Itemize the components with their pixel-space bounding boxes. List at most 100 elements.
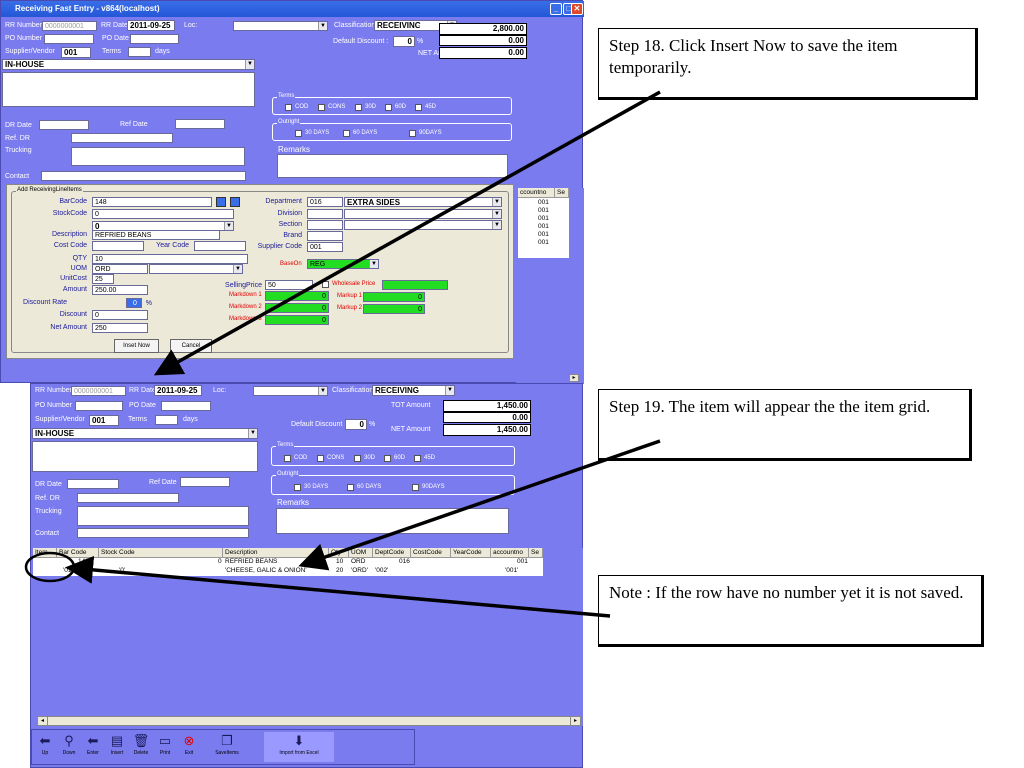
exit-button[interactable]: ⊗Exit [178, 732, 200, 762]
enter-button[interactable]: ⬅Enter [82, 732, 104, 762]
dr-date-field[interactable] [39, 120, 89, 130]
markdown3-field[interactable]: 0 [265, 315, 329, 325]
address-textarea[interactable] [32, 441, 258, 472]
grid-header-yearcode[interactable]: YearCode [451, 548, 491, 558]
60days-checkbox[interactable] [343, 130, 350, 137]
supplier-name-select[interactable]: IN-HOUSE▼ [2, 59, 255, 70]
60d-checkbox[interactable] [384, 455, 391, 462]
section-code-field[interactable] [307, 220, 343, 230]
save-items-button[interactable]: ❐SaveItems [210, 732, 244, 762]
horizontal-scrollbar[interactable]: ◂ ▸ [37, 716, 581, 726]
department-code-field[interactable]: 016 [307, 197, 343, 207]
year-code-field[interactable] [194, 241, 246, 251]
30days-checkbox[interactable] [294, 484, 301, 491]
supplier-field[interactable]: 001 [89, 415, 119, 426]
supplier-field[interactable]: 001 [61, 47, 91, 58]
department-select[interactable]: EXTRA SIDES▼ [344, 197, 502, 207]
90days-checkbox[interactable] [409, 130, 416, 137]
terms-field[interactable] [155, 415, 178, 425]
grid-header-accountno[interactable]: ccountno [518, 188, 555, 198]
loc-select[interactable]: ▼ [233, 21, 328, 31]
rr-date-field[interactable]: 2011-09-25 [127, 20, 175, 31]
60days-checkbox[interactable] [347, 484, 354, 491]
cod-checkbox[interactable] [284, 455, 291, 462]
scroll-right-icon[interactable]: ▸ [570, 717, 580, 725]
default-discount-field[interactable]: 0 [345, 419, 367, 430]
loc-select[interactable]: ▼ [253, 386, 328, 396]
po-date-field[interactable] [130, 34, 179, 44]
grid-header-se[interactable]: Se [555, 188, 569, 198]
ref-date-field[interactable] [180, 477, 230, 487]
wholesale-price-field[interactable] [382, 280, 448, 290]
grid-header-costcode[interactable]: CostCode [411, 548, 451, 558]
grid-cell[interactable]: 001 [538, 239, 549, 246]
wholesale-checkbox[interactable] [322, 281, 329, 288]
po-date-field[interactable] [161, 401, 211, 411]
division-code-field[interactable] [307, 209, 343, 219]
cons-checkbox[interactable] [317, 455, 324, 462]
barcode-search-button[interactable] [230, 197, 240, 207]
remarks-textarea[interactable] [277, 154, 508, 178]
contact-field[interactable] [77, 528, 249, 538]
90days-checkbox[interactable] [412, 484, 419, 491]
division-select[interactable]: ▼ [344, 209, 502, 219]
grid-cell[interactable]: 001 [538, 199, 549, 206]
uom-field[interactable]: ORD [92, 264, 148, 274]
grid-header-deptcode[interactable]: DeptCode [373, 548, 411, 558]
terms-field[interactable] [128, 47, 151, 57]
grid-cell[interactable]: 001 [538, 207, 549, 214]
print-button[interactable]: ▭Print [154, 732, 176, 762]
description-field[interactable]: REFRIED BEANS [92, 230, 220, 240]
markup2-field[interactable]: 0 [363, 304, 425, 314]
45d-checkbox[interactable] [415, 104, 422, 111]
barcode-lookup-button[interactable] [216, 197, 226, 207]
cons-checkbox[interactable] [318, 104, 325, 111]
amount-field[interactable]: 250.00 [92, 285, 148, 295]
rr-number-field[interactable]: 0000000001 [71, 386, 126, 396]
insert-now-button[interactable]: Inset Now [114, 339, 159, 353]
down-button[interactable]: ⚲Down [58, 732, 80, 762]
45d-checkbox[interactable] [414, 455, 421, 462]
stockcode-field[interactable]: 0 [92, 209, 234, 219]
up-button[interactable]: ⬅Up [34, 732, 56, 762]
po-number-field[interactable] [75, 401, 123, 411]
ref-dr-field[interactable] [71, 133, 173, 143]
cost-code-field[interactable] [92, 241, 144, 251]
grid-cell[interactable]: 001 [538, 231, 549, 238]
grid-header-uom[interactable]: UOM [349, 548, 373, 558]
rr-number-field[interactable]: 0000000001 [42, 21, 97, 31]
classification-select[interactable]: RECEIVING▼ [372, 385, 455, 396]
rr-date-field[interactable]: 2011-09-25 [154, 385, 202, 396]
contact-field[interactable] [41, 171, 246, 181]
grid-header-accountno[interactable]: accountno [491, 548, 529, 558]
supplier-code-field[interactable]: 001 [307, 242, 343, 252]
trucking-field[interactable] [77, 506, 249, 526]
30d-checkbox[interactable] [355, 104, 362, 111]
ref-date-field[interactable] [175, 119, 225, 129]
markup1-field[interactable]: 0 [363, 292, 425, 302]
import-excel-button[interactable]: ⬇Import from Excel [264, 732, 334, 762]
markdown2-field[interactable]: 0 [265, 303, 329, 313]
60d-checkbox[interactable] [385, 104, 392, 111]
qty-field[interactable]: 10 [92, 254, 248, 264]
close-icon[interactable]: ✕ [571, 3, 583, 15]
ref-dr-field[interactable] [77, 493, 179, 503]
supplier-name-select[interactable]: IN-HOUSE▼ [32, 428, 258, 439]
dr-date-field[interactable] [67, 479, 119, 489]
discount-field[interactable]: 0 [92, 310, 148, 320]
po-number-field[interactable] [44, 34, 94, 44]
cod-checkbox[interactable] [285, 104, 292, 111]
grid-header-stockcode[interactable]: Stock Code [99, 548, 223, 558]
brand-code-field[interactable] [307, 231, 343, 241]
net-amount-field[interactable]: 250 [92, 323, 148, 333]
discount-rate-field[interactable]: 0 [126, 298, 142, 308]
default-discount-field[interactable]: 0 [393, 36, 415, 47]
grid-cell[interactable]: 001 [538, 215, 549, 222]
barcode-field[interactable]: 148 [92, 197, 212, 207]
grid-cell[interactable]: 001 [538, 223, 549, 230]
address-textarea[interactable] [2, 72, 255, 107]
trucking-field[interactable] [71, 147, 245, 166]
scroll-left-icon[interactable]: ◂ [38, 717, 48, 725]
30d-checkbox[interactable] [354, 455, 361, 462]
insert-button[interactable]: ▤Insert [106, 732, 128, 762]
